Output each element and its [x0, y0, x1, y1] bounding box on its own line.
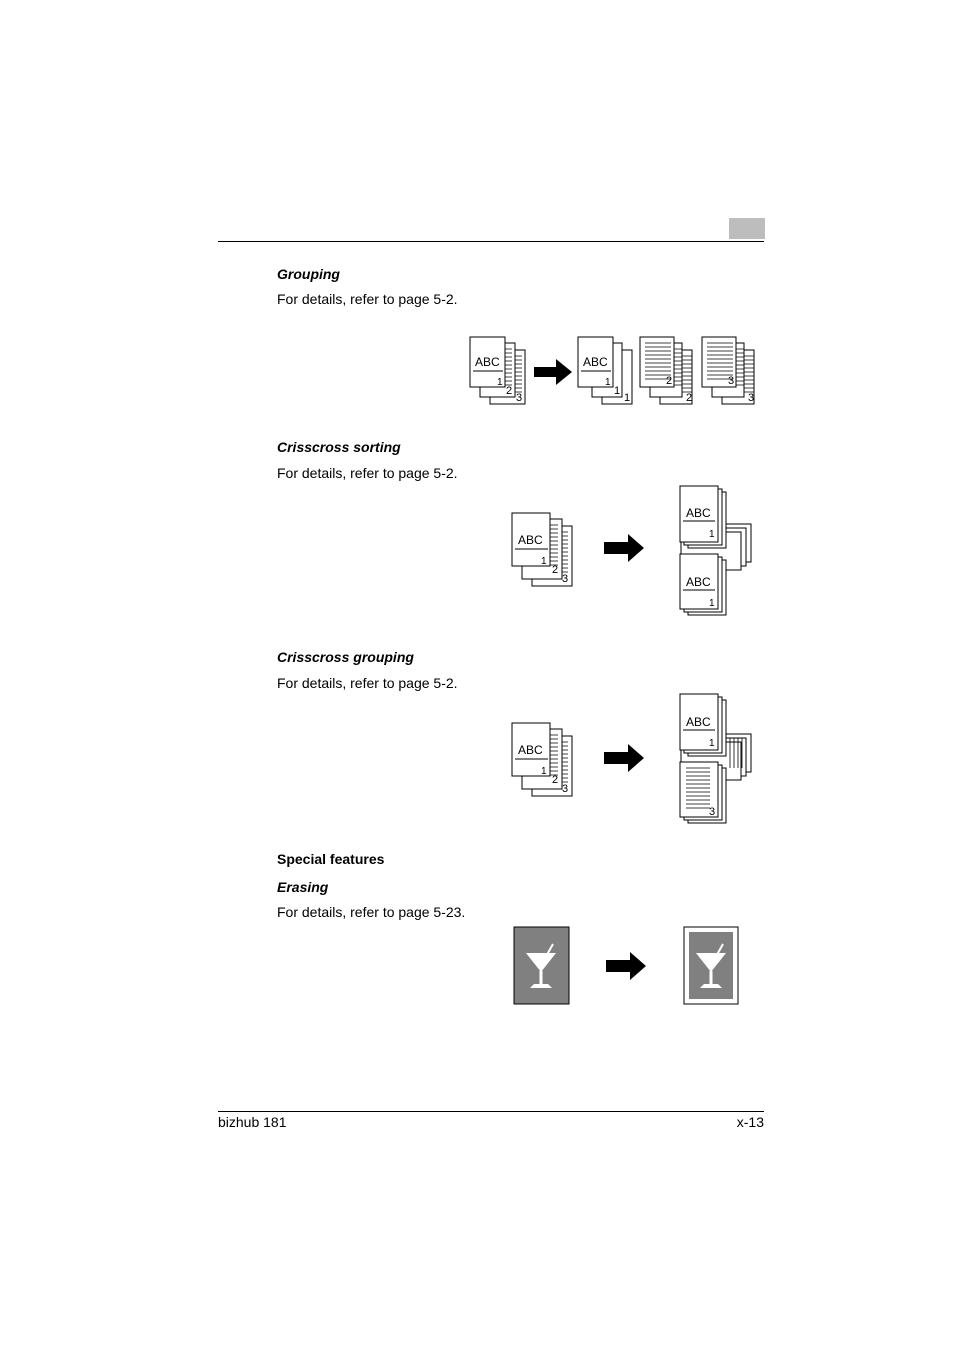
svg-text:1: 1	[614, 385, 620, 397]
footer-rule	[218, 1111, 764, 1112]
grouping-illustration: 3 2 ABC 1 1 1 ABC 1 2 2 3	[469, 336, 755, 405]
original-stack: 3 2 ABC 1	[469, 336, 526, 405]
footer-product-name: bizhub 181	[218, 1114, 287, 1130]
svg-text:ABC: ABC	[518, 533, 543, 547]
group-1-stack: 1 1 ABC 1	[577, 336, 633, 405]
bottom-stack: 3	[679, 761, 727, 824]
crisscross-grouping-text: For details, refer to page 5-2.	[277, 675, 458, 691]
svg-text:1: 1	[709, 529, 715, 540]
erasing-heading: Erasing	[277, 879, 329, 895]
arrow-icon	[606, 952, 646, 980]
page-num-1: 1	[497, 377, 503, 388]
svg-text:1: 1	[624, 392, 630, 404]
svg-text:ABC: ABC	[686, 715, 711, 729]
svg-text:ABC: ABC	[518, 743, 543, 757]
svg-text:ABC: ABC	[686, 575, 711, 589]
erasing-illustration	[513, 926, 739, 1005]
svg-text:2: 2	[666, 375, 672, 387]
group-3-stack: 3 3	[701, 336, 755, 405]
svg-text:1: 1	[709, 738, 715, 749]
original-stack: 3 2 ABC 1	[511, 512, 573, 587]
abc-label: ABC	[475, 355, 500, 369]
svg-text:1: 1	[541, 766, 547, 777]
arrow-icon	[604, 534, 644, 562]
original-stack: 3 2 ABC 1	[511, 722, 573, 797]
svg-text:1: 1	[605, 377, 611, 388]
grouping-heading: Grouping	[277, 266, 340, 282]
svg-text:2: 2	[552, 774, 558, 786]
svg-text:1: 1	[541, 556, 547, 567]
footer-page-number: x-13	[736, 1114, 764, 1130]
arrow-icon	[534, 359, 572, 385]
crisscross-sorting-illustration: 3 2 ABC 1 ABC 1 ABC 1	[511, 485, 752, 616]
svg-text:2: 2	[686, 392, 692, 404]
crisscross-grouping-illustration: 3 2 ABC 1 ABC 1 3	[511, 693, 752, 824]
grouping-text: For details, refer to page 5-2.	[277, 291, 458, 307]
erasing-text: For details, refer to page 5-23.	[277, 904, 466, 920]
original-page	[513, 926, 570, 1005]
erased-page	[683, 926, 739, 1005]
svg-text:1: 1	[709, 598, 715, 609]
svg-text:ABC: ABC	[583, 355, 608, 369]
svg-text:3: 3	[728, 375, 734, 387]
page-num-3: 3	[516, 392, 522, 404]
cocktail-glass-icon	[696, 943, 726, 988]
special-features-heading: Special features	[277, 851, 385, 867]
svg-text:3: 3	[562, 783, 568, 795]
top-stack: ABC 1	[679, 693, 727, 757]
bottom-stack: ABC 1	[679, 553, 727, 616]
svg-text:ABC: ABC	[686, 506, 711, 520]
header-tab-marker	[729, 218, 765, 239]
arrow-icon	[604, 744, 644, 772]
svg-text:2: 2	[552, 564, 558, 576]
cocktail-glass-icon	[526, 943, 556, 988]
header-rule	[218, 241, 764, 242]
crisscross-grouping-heading: Crisscross grouping	[277, 649, 414, 665]
group-2-stack: 2 2	[639, 336, 693, 405]
svg-text:3: 3	[709, 806, 715, 818]
svg-text:3: 3	[748, 392, 754, 404]
crisscross-sorting-heading: Crisscross sorting	[277, 439, 401, 455]
svg-text:3: 3	[562, 573, 568, 585]
crisscross-sorting-text: For details, refer to page 5-2.	[277, 465, 458, 481]
top-stack: ABC 1	[679, 485, 727, 549]
page-num-2: 2	[506, 385, 512, 397]
